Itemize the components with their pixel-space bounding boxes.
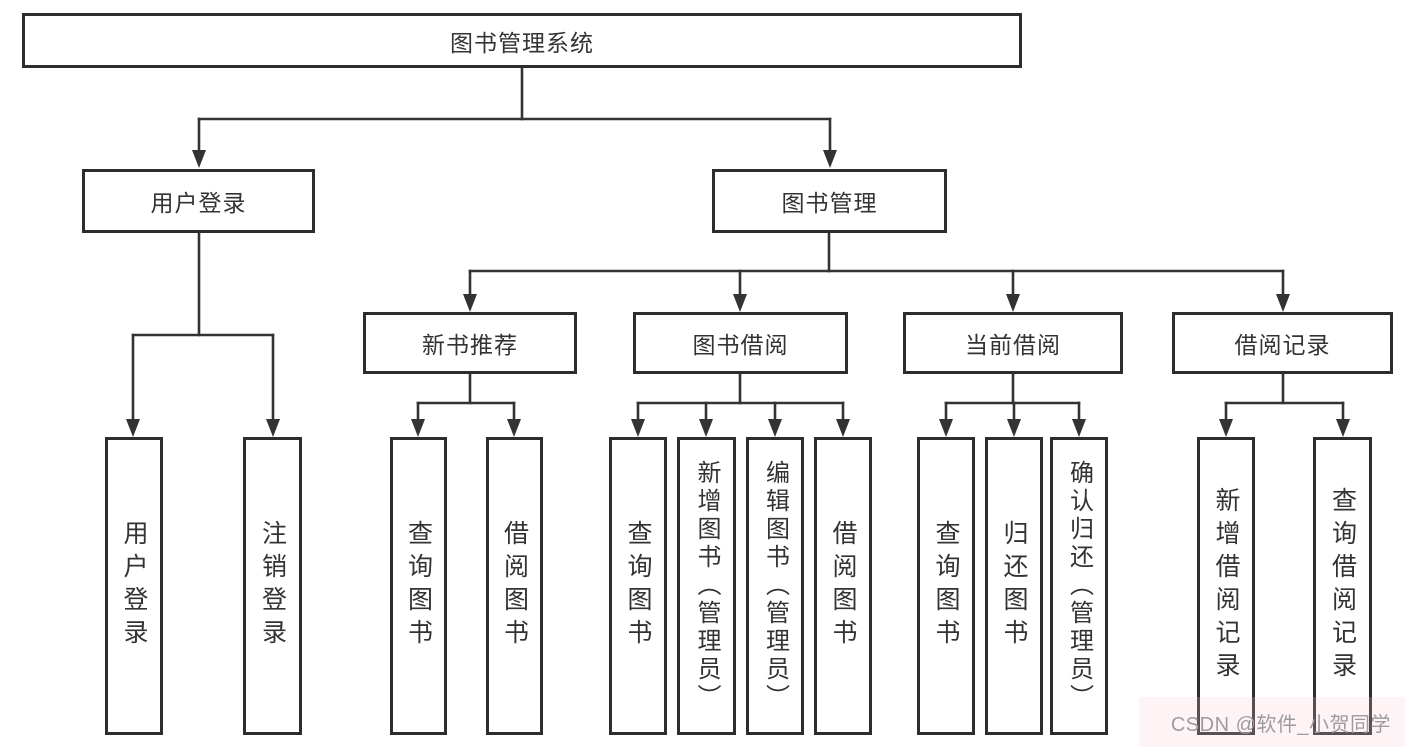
leaf-query-borrow-record-label: 查询借阅记录 (1328, 487, 1357, 685)
node-book-borrowing-label: 图书借阅 (692, 332, 789, 358)
leaf-query-books-borrowing: 查询图书 (609, 437, 667, 735)
leaf-query-books-borrowing-label: 查询图书 (624, 520, 652, 652)
node-user-login: 用户登录 (82, 169, 315, 233)
leaf-logout-login-label: 注销登录 (258, 520, 287, 652)
node-book-borrowing: 图书借阅 (633, 312, 848, 374)
node-current-borrowing-label: 当前借阅 (965, 332, 1061, 358)
leaf-confirm-return-admin-label: 确认归还（管理员） (1065, 460, 1093, 712)
leaf-add-books-admin: 新增图书（管理员） (677, 437, 736, 735)
leaf-query-borrow-record: 查询借阅记录 (1313, 437, 1372, 735)
leaf-query-books-current: 查询图书 (917, 437, 975, 735)
leaf-logout-login: 注销登录 (243, 437, 302, 735)
leaf-return-books: 归还图书 (985, 437, 1043, 735)
leaf-borrow-books: 借阅图书 (814, 437, 872, 735)
leaf-add-borrow-record-label: 新增借阅记录 (1212, 487, 1240, 685)
leaf-user-login: 用户登录 (105, 437, 163, 735)
node-user-login-label: 用户登录 (150, 190, 247, 216)
node-borrowing-records: 借阅记录 (1172, 312, 1393, 374)
leaf-add-books-admin-label: 新增图书（管理员） (693, 460, 720, 712)
leaf-confirm-return-admin: 确认归还（管理员） (1050, 437, 1108, 735)
leaf-return-books-label: 归还图书 (1000, 520, 1028, 652)
leaf-add-borrow-record: 新增借阅记录 (1197, 437, 1255, 735)
node-root-label: 图书管理系统 (450, 29, 594, 56)
leaf-edit-books-admin-label: 编辑图书（管理员） (761, 460, 789, 712)
node-borrowing-records-label: 借阅记录 (1234, 332, 1331, 358)
leaf-query-books-recommend: 查询图书 (390, 437, 447, 735)
leaf-edit-books-admin: 编辑图书（管理员） (746, 437, 804, 735)
leaf-borrow-books-recommend-label: 借阅图书 (500, 520, 529, 652)
leaf-query-books-current-label: 查询图书 (932, 520, 960, 652)
leaf-query-books-recommend-label: 查询图书 (404, 520, 433, 652)
node-book-management: 图书管理 (712, 169, 947, 233)
leaf-user-login-label: 用户登录 (120, 520, 148, 652)
node-new-book-recommend: 新书推荐 (363, 312, 577, 374)
node-book-management-label: 图书管理 (781, 190, 878, 216)
node-root-system: 图书管理系统 (22, 13, 1022, 68)
node-current-borrowing: 当前借阅 (903, 312, 1123, 374)
leaf-borrow-books-label: 借阅图书 (829, 520, 857, 652)
leaf-borrow-books-recommend: 借阅图书 (486, 437, 543, 735)
node-new-book-recommend-label: 新书推荐 (422, 332, 518, 358)
